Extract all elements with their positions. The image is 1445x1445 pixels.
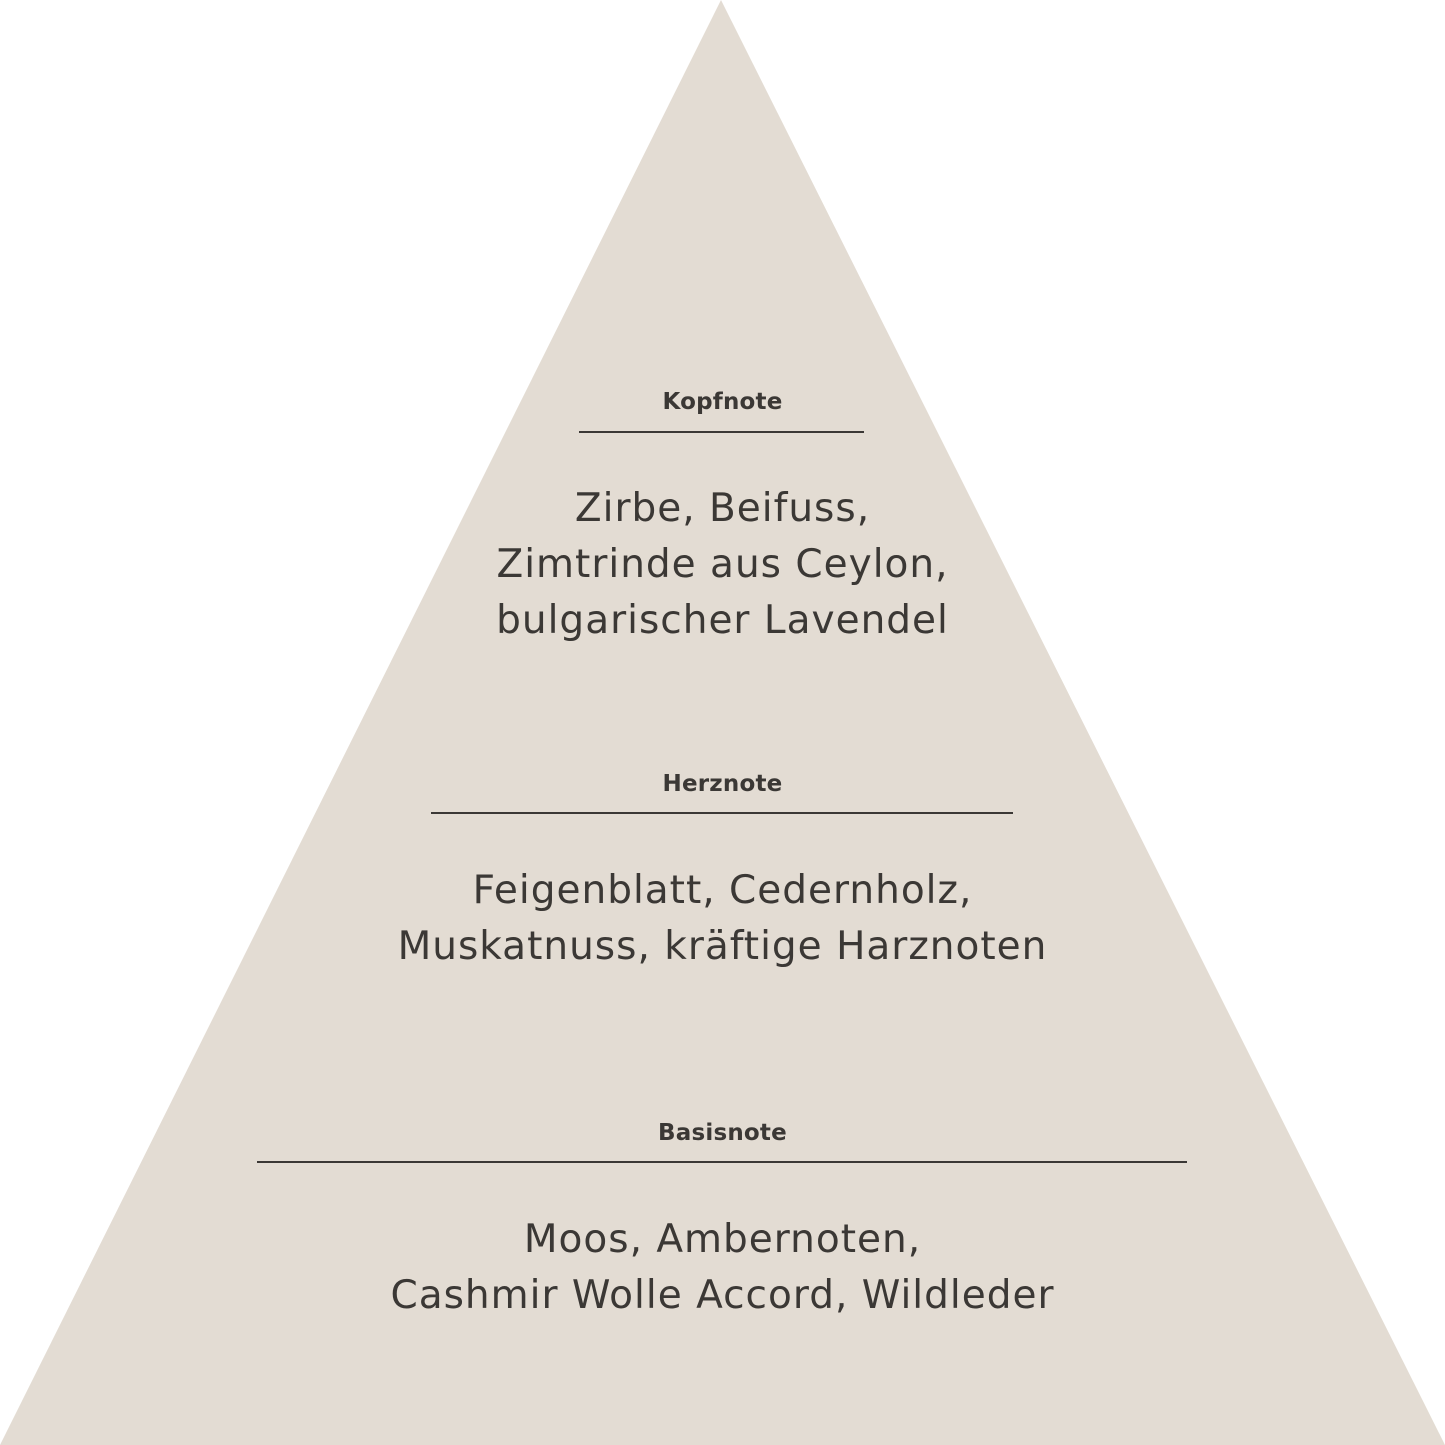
top-note-label: Kopfnote: [662, 389, 783, 415]
heart-note-divider: [431, 812, 1013, 814]
top-note-divider: [579, 431, 864, 433]
heart-note-line-2: Muskatnuss, kräftige Harznoten: [397, 924, 1048, 969]
top-note-line-2: Zimtrinde aus Ceylon,: [496, 542, 949, 587]
base-note-list: Moos, Ambernoten, Cashmir Wolle Accord, …: [0, 1212, 1445, 1324]
top-note-line-1: Zirbe, Beifuss,: [574, 486, 871, 531]
base-note-line-1: Moos, Ambernoten,: [523, 1217, 922, 1262]
heart-note-label: Herznote: [662, 771, 783, 797]
top-note-list: Zirbe, Beifuss, Zimtrinde aus Ceylon, bu…: [0, 481, 1445, 649]
base-note-label: Basisnote: [658, 1120, 787, 1146]
heart-note-list: Feigenblatt, Cedernholz, Muskatnuss, krä…: [0, 863, 1445, 975]
heart-note-line-1: Feigenblatt, Cedernholz,: [472, 868, 973, 913]
top-note-line-3: bulgarischer Lavendel: [496, 598, 949, 643]
base-note-line-2: Cashmir Wolle Accord, Wildleder: [390, 1273, 1055, 1318]
base-note-divider: [257, 1161, 1187, 1163]
